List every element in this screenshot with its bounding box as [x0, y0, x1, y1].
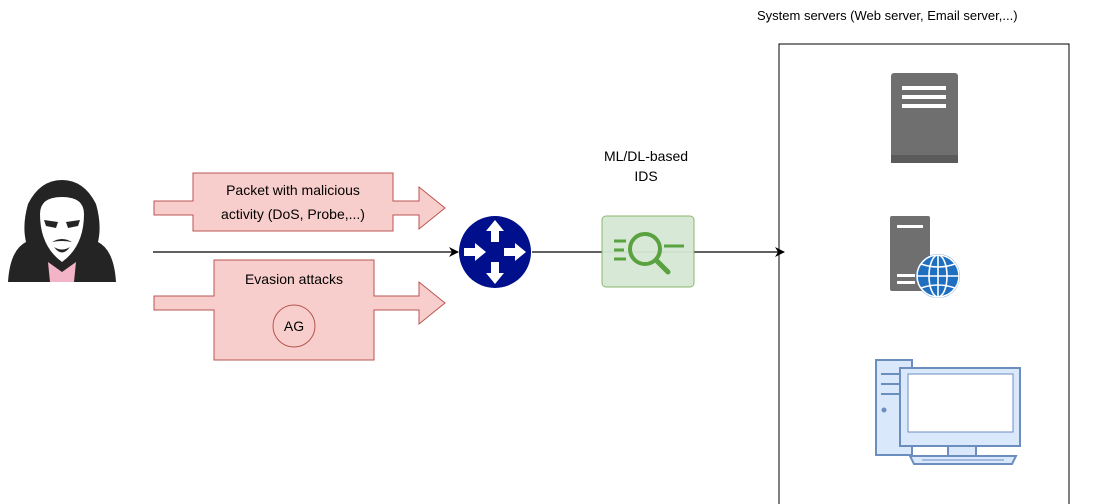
hacker-icon: [8, 180, 116, 282]
ag-node: [272, 304, 316, 348]
evasion-attack-arrow: Evasion attacks AG: [153, 259, 446, 361]
malicious-label-line1: Packet with malicious: [226, 182, 360, 198]
malicious-label-line2: activity (DoS, Probe,...): [221, 206, 365, 222]
ids-label-line2: IDS: [634, 168, 657, 184]
ids-magnifier-icon: [601, 215, 695, 288]
router-icon: [459, 216, 531, 288]
malicious-packet-arrow: Packet with malicious activity (DoS, Pro…: [153, 172, 446, 232]
ag-label: AG: [284, 318, 304, 334]
evasion-label: Evasion attacks: [245, 271, 343, 287]
server-icon: [891, 73, 958, 163]
desktop-pc-icon: [875, 359, 1021, 465]
web-server-icon: [890, 216, 960, 298]
servers-caption: System servers (Web server, Email server…: [757, 8, 1018, 23]
ids-label-line1: ML/DL-based: [604, 148, 688, 164]
